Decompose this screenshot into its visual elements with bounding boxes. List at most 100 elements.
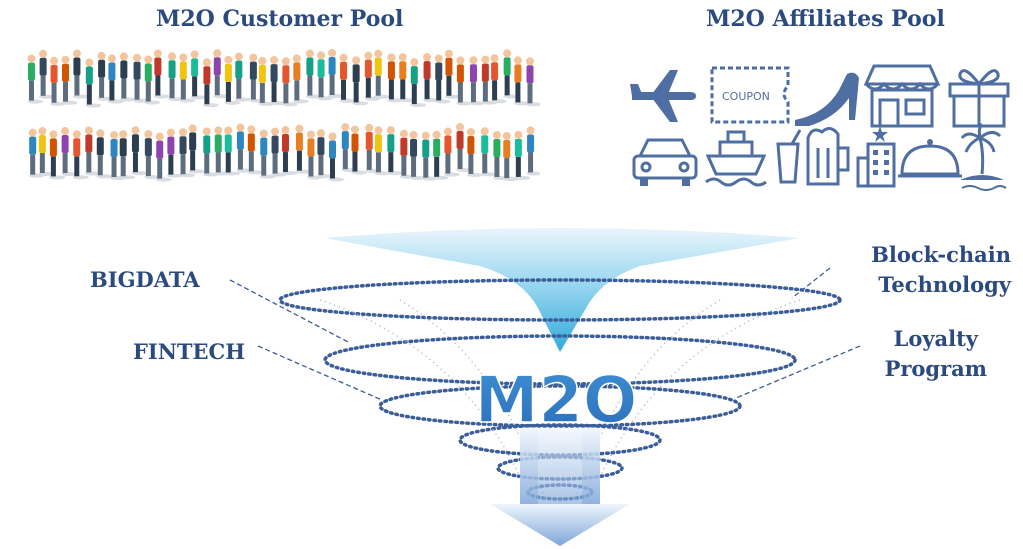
person-figure xyxy=(306,130,323,180)
airplane-icon xyxy=(630,70,696,122)
person-figure xyxy=(27,54,44,104)
person-figure xyxy=(236,123,253,173)
person-figure xyxy=(328,132,345,182)
blockchain-label-line2: Technology xyxy=(878,272,1011,297)
drink-icon xyxy=(776,129,802,184)
person-figure xyxy=(144,55,161,105)
person-figure xyxy=(96,129,113,179)
beer-icon xyxy=(806,127,850,186)
blockchain-label-line1: Block-chain xyxy=(871,242,1011,267)
output-arrow xyxy=(490,428,630,546)
person-figure xyxy=(456,123,473,173)
island-icon xyxy=(960,122,1007,191)
person-figure xyxy=(213,49,230,99)
person-figure xyxy=(409,130,426,180)
person-figure xyxy=(119,130,136,180)
person-figure xyxy=(61,127,78,177)
person-figure xyxy=(131,126,148,176)
m2o-logo: M2O xyxy=(475,364,638,438)
hotel-icon xyxy=(856,126,896,188)
person-figure xyxy=(247,125,264,175)
customer-pool-heading: M2O Customer Pool xyxy=(156,6,404,32)
person-figure xyxy=(480,127,497,177)
person-figure xyxy=(153,49,170,99)
person-figure xyxy=(492,130,509,180)
person-figure xyxy=(364,51,381,101)
person-figure xyxy=(38,127,55,177)
person-figure xyxy=(503,49,520,99)
person-figure xyxy=(295,124,312,174)
person-figure xyxy=(292,54,309,104)
gift-icon xyxy=(948,69,1010,128)
person-figure xyxy=(434,54,451,104)
person-figure xyxy=(202,58,219,108)
person-figure xyxy=(85,58,102,108)
person-figure xyxy=(179,53,196,103)
person-figure xyxy=(179,128,196,178)
person-figure xyxy=(490,54,507,104)
person-figure xyxy=(481,55,498,105)
person-figure xyxy=(259,129,276,179)
person-figure xyxy=(49,130,66,180)
person-figure xyxy=(432,130,449,180)
person-figure xyxy=(190,50,207,100)
affiliates-pool-heading: M2O Affiliates Pool xyxy=(706,6,945,32)
person-figure xyxy=(352,56,369,106)
person-figure xyxy=(514,130,531,180)
person-figure xyxy=(97,51,114,101)
coupon-text: COUPON xyxy=(722,90,770,103)
person-figure xyxy=(202,127,219,177)
person-figure xyxy=(166,128,183,178)
person-figure xyxy=(39,49,56,99)
affiliate-icons-image: COUPON xyxy=(630,64,1010,191)
person-figure xyxy=(119,52,136,102)
dotted-funnel-rings xyxy=(278,278,842,501)
person-figure xyxy=(456,56,473,106)
person-figure xyxy=(28,128,45,178)
customer-crowd-image xyxy=(27,49,540,182)
label-connector-lines xyxy=(229,267,861,401)
person-figure xyxy=(374,126,391,176)
person-figure xyxy=(316,129,333,179)
person-figure xyxy=(155,132,172,182)
person-figure xyxy=(386,126,403,176)
person-figure xyxy=(526,126,540,176)
fintech-label: FINTECH xyxy=(133,339,246,364)
person-figure xyxy=(305,49,322,99)
loyalty-label-line2: Program xyxy=(884,356,987,381)
person-figure xyxy=(328,49,345,99)
person-figure xyxy=(72,130,89,180)
person-figure xyxy=(398,53,415,103)
person-figure xyxy=(443,127,460,177)
shop-icon xyxy=(863,64,941,128)
person-figure xyxy=(317,51,334,101)
dotted-funnel-lines xyxy=(319,299,801,501)
person-figure xyxy=(513,56,530,106)
person-figure xyxy=(72,49,89,99)
funnel-diagram: M2O xyxy=(229,228,861,546)
person-figure xyxy=(469,56,486,106)
person-figure xyxy=(133,53,150,103)
person-figure xyxy=(224,55,241,105)
loyalty-label-line1: Loyalty xyxy=(893,326,979,351)
blockchain-label: Block-chain Technology xyxy=(871,240,1011,300)
person-figure xyxy=(224,126,241,176)
person-figure xyxy=(410,58,427,108)
person-figure xyxy=(61,55,78,105)
person-figure xyxy=(107,54,124,104)
person-figure xyxy=(374,49,391,99)
person-figure xyxy=(144,130,161,180)
funnel-top-shape xyxy=(325,228,800,352)
coupon-icon: COUPON xyxy=(710,66,790,124)
ship-icon xyxy=(705,130,767,187)
person-figure xyxy=(168,52,185,102)
high-heel-icon xyxy=(795,72,859,126)
dish-icon xyxy=(898,139,962,178)
person-figure xyxy=(281,126,298,176)
bigdata-label: BIGDATA xyxy=(90,267,200,292)
car-icon xyxy=(632,138,698,186)
person-figure xyxy=(444,49,461,99)
loyalty-label: Loyalty Program xyxy=(885,324,987,384)
person-figure xyxy=(350,125,367,175)
person-figure xyxy=(234,52,251,102)
